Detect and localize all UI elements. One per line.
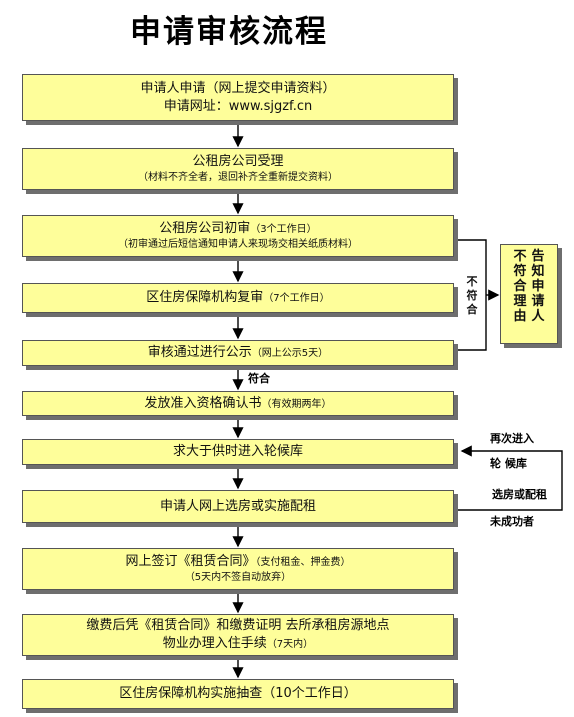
step-second-review-days: （7个工作日） (263, 293, 330, 305)
qualified-label: 符合 (248, 372, 270, 385)
step-move-in: 缴费后凭《租赁合同》和缴费证明 去所承租房源地点 物业办理入住手续（7天内） (22, 614, 454, 656)
step-queue: 求大于供时进入轮候库 (22, 439, 454, 465)
step-select-housing-text: 申请人网上选房或实施配租 (159, 498, 316, 514)
step-accept-note: （材料不齐全者，退回补齐全重新提交资料） (138, 172, 338, 184)
step-apply-url: 申请网址：www.sjgzf.cn (163, 98, 313, 114)
step-select-housing: 申请人网上选房或实施配租 (22, 490, 454, 523)
rejection-reason-text: 不符合理由 (513, 249, 527, 324)
select-label: 选房或配租 (492, 488, 547, 501)
failed-label: 未成功者 (490, 515, 534, 528)
step-queue-text: 求大于供时进入轮候库 (172, 444, 303, 460)
step-certificate: 发放准入资格确认书（有效期两年） (22, 391, 454, 416)
step-apply: 申请人申请（网上提交申请资料） 申请网址：www.sjgzf.cn (22, 74, 454, 121)
step-move-in-line2: 物业办理入住手续 (162, 636, 267, 651)
step-sign-contract-text: 网上签订《租赁合同》 (125, 554, 256, 570)
step-initial-review-text: 公租房公司初审 (159, 221, 251, 237)
reenter-label: 再次进入 (490, 432, 534, 445)
rejection-notice-box: 不符合理由 告知申请人 (500, 244, 558, 344)
step-initial-review: 公租房公司初审（3个工作日） （初审通过后短信通知申请人来现场交相关纸质材料） (22, 215, 454, 257)
step-publicity: 审核通过进行公示（网上公示5天） (22, 340, 454, 366)
step-publicity-days: （网上公示5天） (251, 348, 329, 360)
step-accept-text: 公租房公司受理 (192, 154, 284, 170)
not-qualified-label: 不符合 (466, 275, 478, 316)
page-title: 申请审核流程 (130, 14, 328, 50)
step-sign-contract-fees: （支付租金、押金费） (255, 557, 351, 569)
step-initial-review-days: （3个工作日） (250, 224, 317, 236)
step-apply-text: 申请人申请（网上提交申请资料） (140, 80, 336, 96)
step-certificate-text: 发放准入资格确认书 (144, 395, 262, 411)
step-inspection: 区住房保障机构实施抽查（10个工作日） (22, 679, 454, 709)
queue-label: 轮 候库 (490, 457, 527, 470)
step-move-in-text: 缴费后凭《租赁合同》和缴费证明 去所承租房源地点 (86, 618, 390, 634)
step-sign-contract: 网上签订《租赁合同》（支付租金、押金费） （5天内不签自动放弃） (22, 548, 454, 590)
step-second-review: 区住房保障机构复审（7个工作日） (22, 283, 454, 313)
step-accept: 公租房公司受理 （材料不齐全者，退回补齐全重新提交资料） (22, 148, 454, 190)
step-initial-review-note: （初审通过后短信通知申请人来现场交相关纸质材料） (118, 239, 358, 251)
step-certificate-validity: （有效期两年） (261, 398, 332, 410)
step-inspection-text: 区住房保障机构实施抽查（10个工作日） (119, 686, 357, 702)
notify-applicant-text: 告知申请人 (531, 249, 545, 324)
step-publicity-text: 审核通过进行公示 (147, 345, 252, 361)
step-second-review-text: 区住房保障机构复审 (146, 290, 264, 306)
step-move-in-days: （7天内） (266, 639, 314, 650)
requeue-loop (454, 445, 563, 511)
step-sign-contract-note: （5天内不签自动放弃） (184, 572, 292, 584)
